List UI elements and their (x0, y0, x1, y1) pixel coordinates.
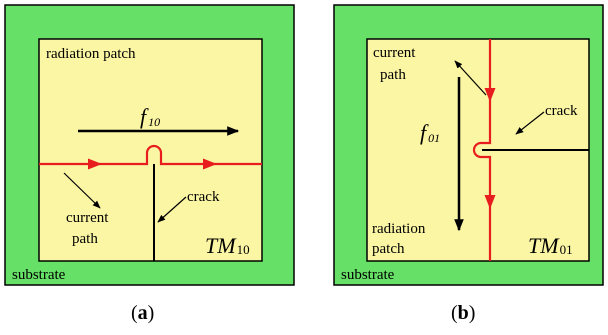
substrate-label-a: substrate (12, 267, 66, 283)
current-arrowhead-b-2 (484, 195, 496, 209)
crack-pointer-a (157, 196, 187, 223)
current-path-a (39, 144, 262, 166)
crack-label-a: crack (187, 189, 220, 205)
caption-b-letter: b (457, 302, 469, 324)
current-pointer-a (63, 172, 101, 209)
current-arrowhead-b-1 (484, 88, 496, 102)
radiation-patch-a (38, 38, 263, 262)
caption-b: (b) (451, 302, 475, 325)
crack-pointer-b (515, 111, 545, 135)
caption-a: (a) (131, 302, 154, 325)
current-pointer-b (454, 60, 487, 96)
caption-b-open: ( (451, 302, 458, 324)
radiation-patch-label-b-1: radiation (372, 221, 426, 237)
current-arrowhead-a-2 (203, 158, 217, 170)
radiation-patch-label-a: radiation patch (46, 46, 136, 62)
current-path-b (472, 39, 492, 261)
current-label-b-1: current (373, 45, 416, 61)
mode-label-a: TM10 (205, 233, 250, 258)
caption-a-open: ( (131, 302, 138, 324)
mode-label-b: TM01 (528, 233, 573, 258)
current-label-a-2: path (72, 231, 98, 247)
current-label-a-1: current (66, 210, 109, 226)
current-label-b-2: path (380, 67, 406, 83)
radiation-patch-label-b-2: patch (372, 241, 405, 257)
caption-b-close: ) (468, 302, 476, 324)
caption-a-close: ) (147, 302, 155, 324)
substrate-label-b: substrate (341, 267, 395, 283)
caption-a-letter: a (137, 302, 148, 324)
current-arrowhead-a-1 (88, 158, 102, 170)
crack-label-b: crack (545, 103, 578, 119)
